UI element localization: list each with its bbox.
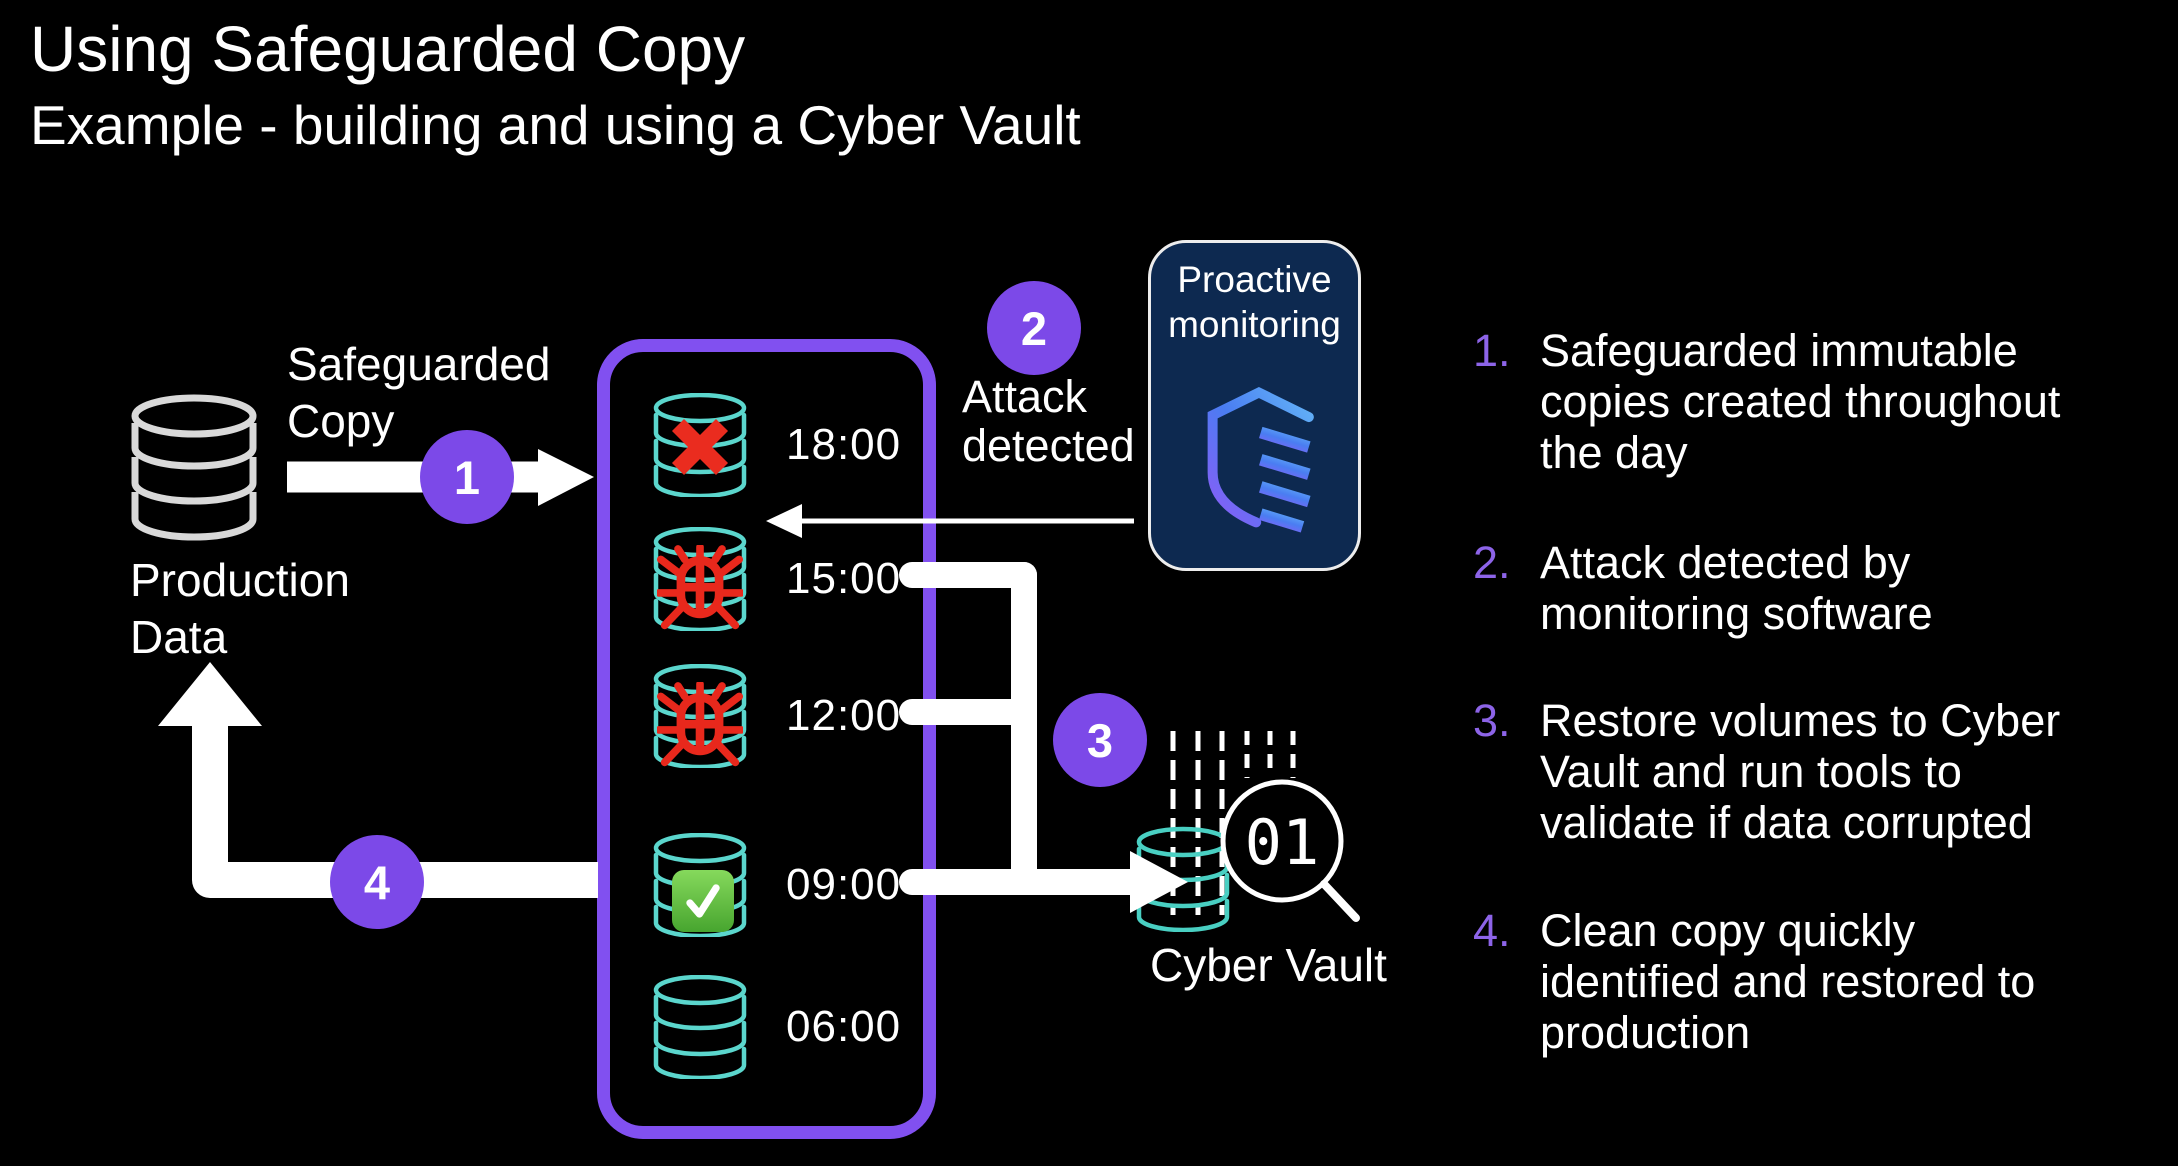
legend-text: Clean copy quickly identified and restor… <box>1540 905 2036 1058</box>
legend-text: Restore volumes to Cyber Vault and run t… <box>1540 695 2061 848</box>
shield-stripes-icon <box>1207 386 1314 533</box>
legend-item-3: 3. Restore volumes to Cyber Vault and ru… <box>1473 695 2085 848</box>
safeguarded-vault-box <box>597 339 936 1139</box>
production-database-icon <box>126 393 262 551</box>
attack-detected-label: Attack detected <box>962 371 1135 471</box>
legend-item-1: 1. Safeguarded immutable copies created … <box>1473 325 2085 478</box>
red-x-corrupted-icon <box>671 418 729 476</box>
vault-row-06: 06:00 <box>650 975 901 1079</box>
legend-text: Attack detected by monitoring software <box>1540 537 1933 639</box>
proactive-monitoring-card: Proactive monitoring <box>1148 240 1361 571</box>
red-bug-infected-icon <box>657 545 743 630</box>
copy-database-icon <box>650 833 750 937</box>
production-data-label: Production Data <box>130 554 350 663</box>
legend-number: 2. <box>1473 537 1511 588</box>
proactive-monitoring-label: Proactive monitoring <box>1168 259 1341 345</box>
vault-row-12: 12:00 <box>650 664 901 768</box>
copy-time-label: 15:00 <box>786 554 902 603</box>
vault-row-15: 15:00 <box>650 527 901 631</box>
green-check-clean-icon <box>672 870 734 932</box>
copy-time-label: 06:00 <box>786 1002 902 1051</box>
legend-text: Safeguarded immutable copies created thr… <box>1540 325 2061 478</box>
slide-subtitle: Example - building and using a Cyber Vau… <box>30 94 1081 156</box>
legend-item-4: 4. Clean copy quickly identified and res… <box>1473 905 2085 1058</box>
copy-database-icon <box>650 664 750 768</box>
copy-time-label: 12:00 <box>786 691 902 740</box>
cyber-vault-label: Cyber Vault <box>1150 939 1387 991</box>
magnifier-01-icon: 01 <box>1220 779 1360 922</box>
copy-time-label: 09:00 <box>786 860 902 909</box>
legend-number: 4. <box>1473 905 1511 956</box>
copy-database-icon <box>650 975 750 1079</box>
svg-text:01: 01 <box>1245 806 1320 879</box>
copy-time-label: 18:00 <box>786 420 902 469</box>
step-2-badge: 2 <box>987 281 1081 375</box>
vault-row-18: 18:00 <box>650 393 901 497</box>
slide-title: Using Safeguarded Copy <box>30 13 746 85</box>
red-bug-infected-icon <box>657 682 743 767</box>
legend-item-2: 2. Attack detected by monitoring softwar… <box>1473 537 2085 639</box>
step-3-badge: 3 <box>1053 693 1147 787</box>
vault-row-09: 09:00 <box>650 833 901 937</box>
legend-number: 3. <box>1473 695 1511 746</box>
legend-number: 1. <box>1473 325 1511 376</box>
step-4-badge: 4 <box>330 835 424 929</box>
safeguarded-copy-label: Safeguarded Copy <box>287 338 551 447</box>
copy-database-icon <box>650 527 750 631</box>
copy-database-icon <box>650 393 750 497</box>
step-1-badge: 1 <box>420 430 514 524</box>
